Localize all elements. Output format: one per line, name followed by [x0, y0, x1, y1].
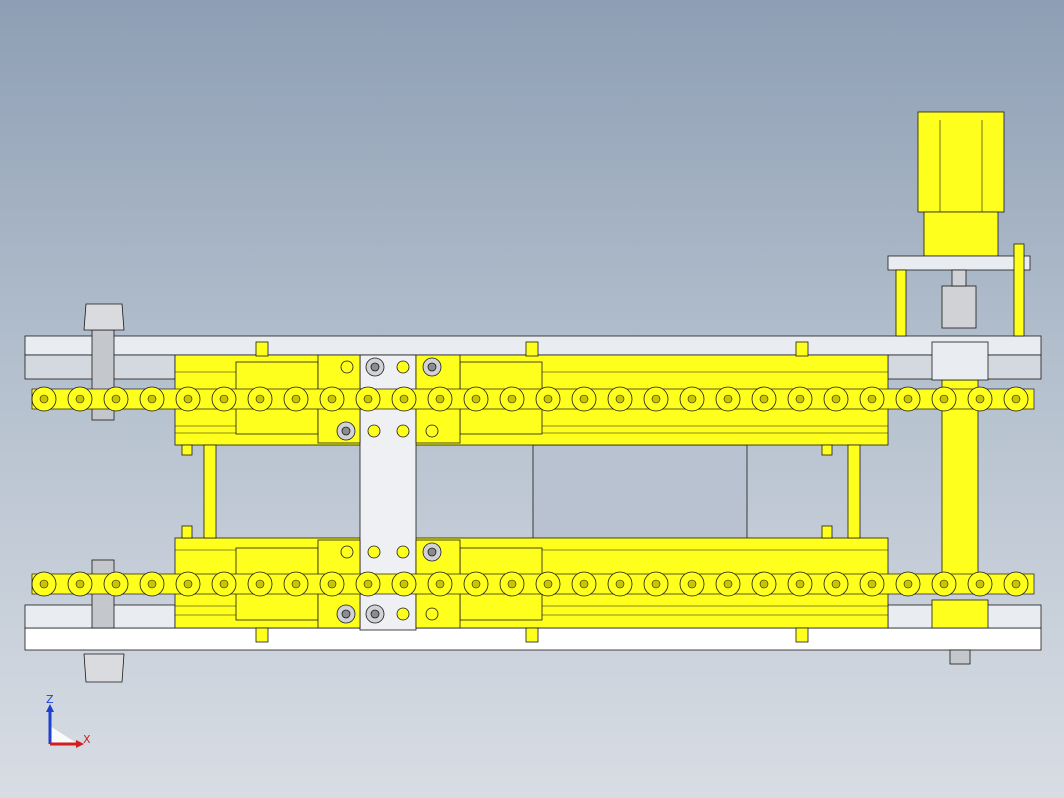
drive-shaft [941, 379, 979, 581]
chain-pin [471, 394, 481, 404]
chain-pin [435, 394, 445, 404]
drive-shaft-collar-bottom [931, 599, 989, 629]
chain-pin [399, 579, 409, 589]
chain-pin [543, 394, 553, 404]
chain-pin [219, 394, 229, 404]
chain-pin [651, 394, 661, 404]
idler-nut-top [83, 303, 125, 331]
chain-pin [975, 394, 985, 404]
drive-shaft-end [949, 649, 971, 665]
chain-pin [327, 579, 337, 589]
guide-post-right [847, 444, 861, 539]
chain-pin [723, 579, 733, 589]
chain-pin [75, 579, 85, 589]
idler-nut-bottom [83, 653, 125, 683]
chain-pin [363, 394, 373, 404]
chain-pin [615, 579, 625, 589]
chain-pin [723, 394, 733, 404]
chain-pin [183, 394, 193, 404]
chain-pin [651, 579, 661, 589]
motor-mount-plate [887, 255, 1031, 271]
chain-pin [435, 579, 445, 589]
motor-body [917, 111, 1005, 213]
chain-pin [327, 394, 337, 404]
chain-pin [795, 394, 805, 404]
chain-pin [867, 394, 877, 404]
chain-pin [903, 394, 913, 404]
frame-bolts [181, 341, 833, 643]
guide-post-left [203, 444, 217, 539]
chain-pin [1011, 394, 1021, 404]
chain-pin [615, 394, 625, 404]
chain-pin [471, 579, 481, 589]
chain-pin [291, 579, 301, 589]
chain-pin [111, 579, 121, 589]
carriage-roller-screws [336, 357, 442, 624]
chain-pin [75, 394, 85, 404]
chain-pin [255, 394, 265, 404]
chain-pin [255, 579, 265, 589]
chain-pin [543, 579, 553, 589]
axis-triad-icon [46, 704, 84, 748]
chain-pin [147, 394, 157, 404]
chain-pin [39, 579, 49, 589]
carriage-bolts [340, 360, 439, 621]
chain-pin [687, 394, 697, 404]
chain-pin [867, 579, 877, 589]
chain-pin [147, 579, 157, 589]
x-axis-label: X [83, 733, 91, 746]
chain-pin [579, 394, 589, 404]
chain-pin [183, 579, 193, 589]
chain-pin [831, 579, 841, 589]
lower-drive-chain [31, 571, 1035, 597]
chain-pin [219, 579, 229, 589]
chain-pin [939, 579, 949, 589]
chain-pin [831, 394, 841, 404]
chain-pin [291, 394, 301, 404]
chain-pin [759, 394, 769, 404]
chain-pin [39, 394, 49, 404]
chain-pin [579, 579, 589, 589]
center-window-panel [532, 444, 748, 541]
motor-coupling [941, 285, 977, 329]
chain-pin [687, 579, 697, 589]
chain-pin [1011, 579, 1021, 589]
chain-pin [939, 394, 949, 404]
chain-pin [363, 579, 373, 589]
chain-pin [975, 579, 985, 589]
upper-drive-chain [31, 386, 1035, 412]
motor-standoff-left [895, 269, 907, 337]
motor-gearbox [923, 211, 999, 257]
chain-pin [903, 579, 913, 589]
motor-standoff-right [1013, 243, 1025, 337]
chain-pin [399, 394, 409, 404]
chain-pin [795, 579, 805, 589]
z-axis-label: Z [46, 693, 54, 706]
drive-shaft-collar-top [931, 341, 989, 381]
chain-pin [111, 394, 121, 404]
chain-pin [759, 579, 769, 589]
chain-pin [507, 579, 517, 589]
axis-triad: Z X [36, 693, 96, 756]
chain-pin [507, 394, 517, 404]
